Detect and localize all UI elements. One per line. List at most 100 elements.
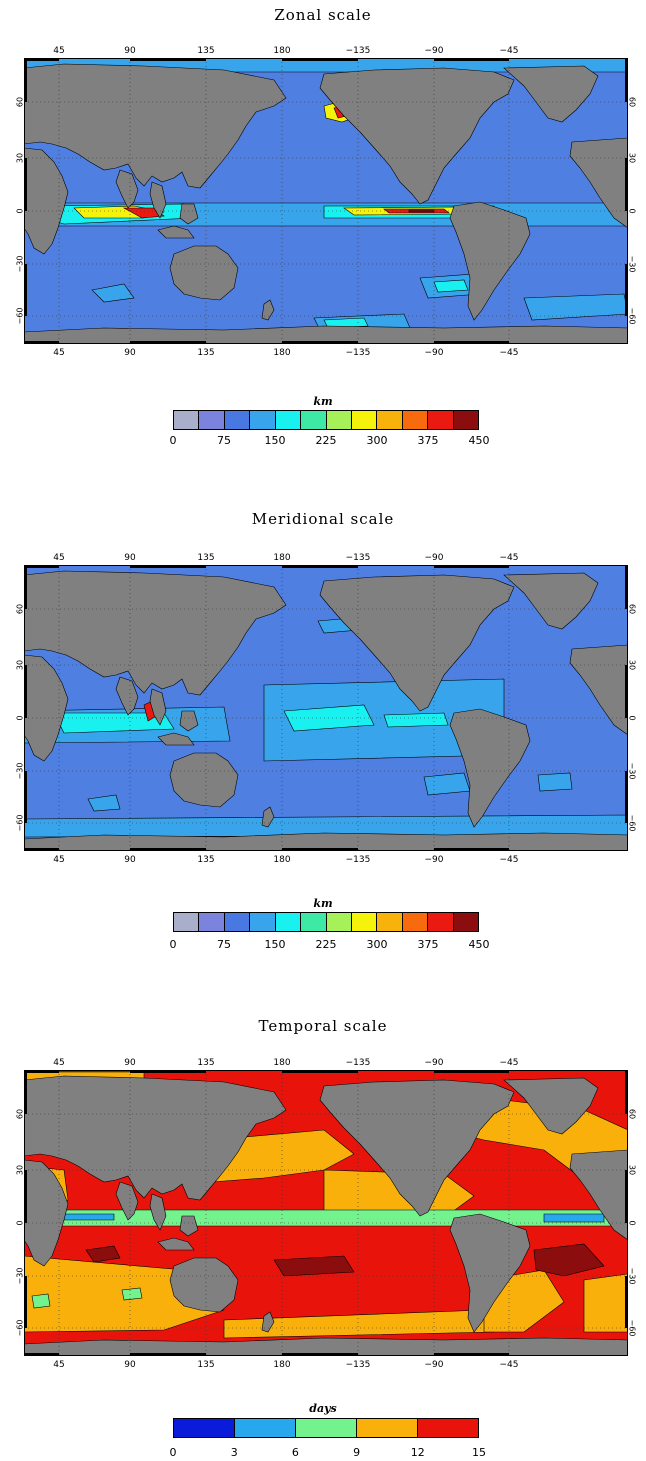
- land-borneo: [179, 710, 199, 732]
- colorbar-swatch: [199, 411, 225, 429]
- lon-tick-label: 90: [124, 348, 136, 358]
- lat-tick-label: 60: [627, 1108, 637, 1120]
- lon-tick-label: 135: [197, 46, 215, 56]
- lon-tick-label: −90: [424, 1360, 444, 1370]
- colorbar-swatch: [250, 913, 276, 931]
- frame-segment: [282, 848, 358, 851]
- lon-tick-label: −45: [499, 1360, 519, 1370]
- frame-segment: [130, 1353, 206, 1356]
- colorbar-swatch: [174, 411, 200, 429]
- lat-tick-label: −30: [15, 255, 25, 273]
- lon-tick-label: 45: [53, 348, 65, 358]
- land-samerica: [449, 1213, 531, 1333]
- colorbar-label: 300: [366, 434, 388, 447]
- colorbar-swatch: [428, 913, 454, 931]
- land-indonesia: [157, 225, 195, 239]
- colorbar-unit: km: [313, 395, 333, 408]
- lon-tick-label: −90: [424, 348, 444, 358]
- colorbar-swatch: [275, 913, 302, 931]
- land-eurasia: [24, 63, 287, 189]
- colorbar-label: 225: [315, 938, 337, 951]
- contour-region: [537, 772, 573, 792]
- colorbar: [173, 1418, 479, 1438]
- lat-tick-label: 0: [627, 1220, 637, 1226]
- colorbar-label: 450: [468, 938, 490, 951]
- land-antarctica: [24, 832, 628, 851]
- contour-region: [383, 712, 449, 728]
- colorbar-swatch: [326, 913, 352, 931]
- frame-segment: [434, 1353, 509, 1356]
- colorbar-swatch: [174, 913, 200, 931]
- land-indonesia: [157, 732, 195, 746]
- lon-tick-label: 135: [197, 1360, 215, 1370]
- frame-segment: [130, 565, 206, 568]
- colorbar-label: 75: [217, 938, 231, 951]
- colorbar-label: 225: [315, 434, 337, 447]
- lon-tick-label: 135: [197, 855, 215, 865]
- contour-region: [523, 293, 628, 321]
- contour-region: [543, 1213, 605, 1223]
- lon-tick-label: 90: [124, 855, 136, 865]
- panel-title: Zonal scale: [274, 6, 372, 24]
- lon-tick-label: 135: [197, 553, 215, 563]
- colorbar-swatch: [357, 1419, 418, 1437]
- lon-tick-label: 90: [124, 553, 136, 563]
- map-plot: [24, 58, 628, 344]
- frame-segment: [625, 58, 628, 102]
- colorbar-swatch: [224, 411, 251, 429]
- panel-title: Temporal scale: [258, 1017, 388, 1035]
- lon-tick-label: −135: [345, 1058, 371, 1068]
- land-seasia: [149, 1193, 167, 1231]
- land-greenland: [503, 65, 599, 123]
- colorbar-label: 300: [366, 938, 388, 951]
- lon-tick-label: −135: [345, 1360, 371, 1370]
- colorbar-label: 375: [417, 434, 439, 447]
- map-plot: [24, 1070, 628, 1356]
- colorbar-label: 12: [410, 1446, 425, 1459]
- panel-title: Meridional scale: [251, 510, 395, 528]
- frame-segment: [282, 341, 358, 344]
- frame-segment: [434, 58, 509, 61]
- colorbar-swatch: [250, 411, 276, 429]
- frame-segment: [282, 565, 358, 568]
- land-borneo: [179, 1215, 199, 1237]
- lon-tick-label: −90: [424, 46, 444, 56]
- lon-tick-label: −45: [499, 1058, 519, 1068]
- land-nz: [261, 806, 275, 828]
- lat-tick-label: 0: [15, 1220, 25, 1226]
- colorbar-label: 9: [353, 1446, 361, 1459]
- lon-tick-label: 180: [273, 1360, 291, 1370]
- land-nz: [261, 299, 275, 321]
- land-nz: [261, 1311, 275, 1333]
- contour-region: [121, 1287, 143, 1301]
- frame-segment: [24, 58, 59, 61]
- colorbar-label: 150: [264, 938, 286, 951]
- contour-region: [63, 1213, 115, 1221]
- colorbar-swatch: [174, 1419, 235, 1437]
- frame-segment: [24, 341, 59, 344]
- colorbar-swatch: [402, 913, 429, 931]
- lat-tick-label: 0: [15, 208, 25, 214]
- land-africaEast: [569, 1149, 628, 1241]
- lat-tick-label: 30: [15, 1164, 25, 1176]
- colorbar-swatch: [224, 913, 251, 931]
- lon-tick-label: −45: [499, 348, 519, 358]
- contour-region: [31, 1293, 51, 1309]
- contour-region: [87, 794, 121, 812]
- lat-tick-label: −30: [15, 1267, 25, 1285]
- land-seasia: [149, 688, 167, 726]
- colorbar-label: 0: [169, 1446, 177, 1459]
- lat-tick-label: −60: [15, 1319, 25, 1337]
- colorbar: [173, 912, 479, 932]
- lat-tick-label: −60: [15, 814, 25, 832]
- frame-segment: [282, 1353, 358, 1356]
- contour-region: [408, 209, 435, 213]
- land-greenland: [503, 1077, 599, 1135]
- frame-segment: [625, 158, 628, 211]
- lon-tick-label: 45: [53, 855, 65, 865]
- colorbar-unit: km: [313, 897, 333, 910]
- land-africaEast: [569, 644, 628, 736]
- colorbar-swatch: [326, 411, 352, 429]
- land-borneo: [179, 203, 199, 225]
- colorbar-label: 375: [417, 938, 439, 951]
